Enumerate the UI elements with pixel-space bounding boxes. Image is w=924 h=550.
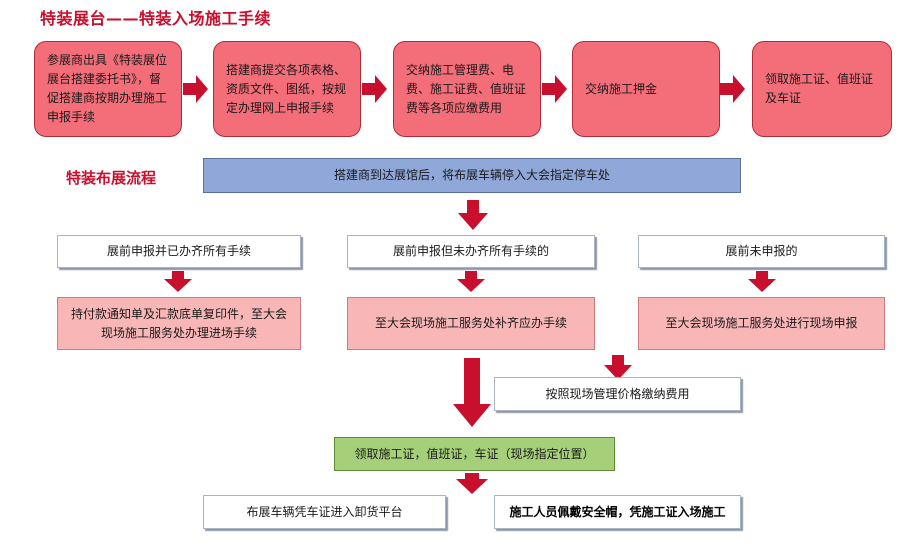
step-1-text: 参展商出具《特装展位展台搭建委托书》，督促搭建商按期办理施工申报手续 xyxy=(47,53,168,124)
flow-title: 特装布展流程 xyxy=(66,169,157,187)
arrow-step2-to-step3 xyxy=(362,75,387,103)
step-4-text: 交纳施工押金 xyxy=(585,81,658,96)
arrow-collect-down xyxy=(456,473,488,494)
step-3-box: 交纳施工管理费、电费、施工证费、值班证费等各项应缴费用 xyxy=(393,41,541,137)
step-1-box: 参展商出具《特装展位展台搭建委托书》，督促搭建商按期办理施工申报手续 xyxy=(34,41,182,137)
arrow-arrival-down xyxy=(458,200,488,230)
branch-3-condition-text: 展前未申报的 xyxy=(725,244,798,258)
arrow-step1-to-step2 xyxy=(183,75,208,103)
step-5-box: 领取施工证、值班证及车证 xyxy=(752,41,892,137)
branch-1-action: 持付款通知单及汇款底单复印件，至大会现场施工服务处办理进场手续 xyxy=(57,297,301,350)
arrival-box: 搭建商到达展馆后，将布展车辆停入大会指定停车处 xyxy=(203,158,741,193)
branch-1-action-text: 持付款通知单及汇款底单复印件，至大会现场施工服务处办理进场手续 xyxy=(70,306,287,340)
arrow-step4-to-step5 xyxy=(720,75,745,103)
pay-fees-box: 按照现场管理价格缴纳费用 xyxy=(494,377,741,411)
final-vehicle-box: 布展车辆凭车证进入卸货平台 xyxy=(203,495,446,529)
branch-3-condition: 展前未申报的 xyxy=(638,235,885,268)
arrival-text: 搭建商到达展馆后，将布展车辆停入大会指定停车处 xyxy=(333,168,610,182)
step-2-text: 搭建商提交各项表格、资质文件、图纸，按规定办理网上申报手续 xyxy=(226,62,347,115)
branch-2-condition-text: 展前申报但未办齐所有手续的 xyxy=(392,244,549,258)
step-2-box: 搭建商提交各项表格、资质文件、图纸，按规定办理网上申报手续 xyxy=(213,41,361,137)
collect-passes-box: 领取施工证，值班证，车证（现场指定位置） xyxy=(334,437,615,471)
branch-1-condition: 展前申报并已办齐所有手续 xyxy=(57,235,301,268)
branch-2-action: 至大会现场施工服务处补齐应办手续 xyxy=(347,297,595,350)
arrow-branch3-down xyxy=(748,271,776,292)
branch-2-condition: 展前申报但未办齐所有手续的 xyxy=(347,235,595,268)
step-4-box: 交纳施工押金 xyxy=(572,41,720,137)
step-3-text: 交纳施工管理费、电费、施工证费、值班证费等各项应缴费用 xyxy=(406,62,527,115)
collect-passes-text: 领取施工证，值班证，车证（现场指定位置） xyxy=(354,446,595,461)
branch-2-action-text: 至大会现场施工服务处补齐应办手续 xyxy=(374,316,567,330)
page-title: 特装展台——特装入场施工手续 xyxy=(40,9,272,28)
step-5-text: 领取施工证、值班证及车证 xyxy=(765,72,874,105)
pay-fees-text: 按照现场管理价格缴纳费用 xyxy=(545,386,690,401)
branch-1-condition-text: 展前申报并已办齐所有手续 xyxy=(106,244,251,258)
branch-3-action: 至大会现场施工服务处进行现场申报 xyxy=(638,297,885,350)
arrow-branch2-down xyxy=(457,271,485,292)
branch-3-action-text: 至大会现场施工服务处进行现场申报 xyxy=(665,316,858,330)
arrow-middle-down xyxy=(453,358,491,427)
arrow-to-pay-fees xyxy=(604,355,632,380)
final-worker-text: 施工人员佩戴安全帽，凭施工证入场施工 xyxy=(509,504,726,519)
final-vehicle-text: 布展车辆凭车证进入卸货平台 xyxy=(246,504,403,519)
arrow-step3-to-step4 xyxy=(542,75,567,103)
final-worker-box: 施工人员佩戴安全帽，凭施工证入场施工 xyxy=(494,495,741,529)
arrow-branch1-down xyxy=(164,271,192,292)
